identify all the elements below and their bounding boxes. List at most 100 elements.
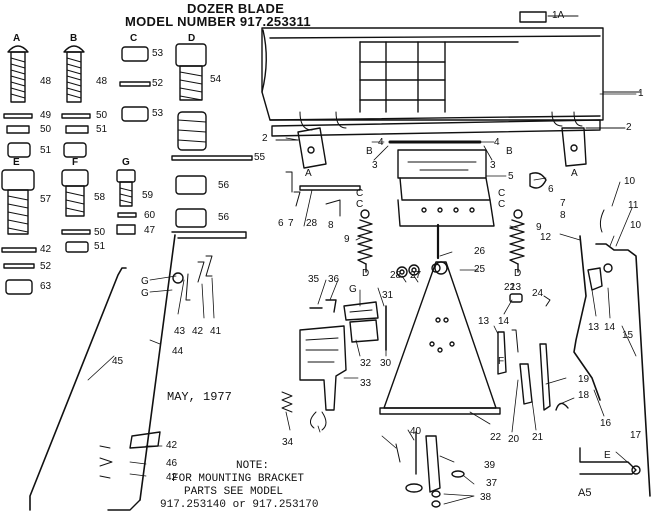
label-part-48-b: 48 <box>96 76 108 87</box>
label-part-12: 12 <box>540 232 552 243</box>
label-part-24: 24 <box>532 288 544 299</box>
label-part-38: 38 <box>480 492 492 503</box>
conn-letter-d-right: D <box>514 268 522 279</box>
label-part-18: 18 <box>578 390 590 401</box>
label-part-39: 39 <box>484 460 496 471</box>
group-letter-b: B <box>70 33 78 44</box>
center-hitch <box>397 149 495 227</box>
label-part-40: 40 <box>410 426 422 437</box>
label-part-13-right: 13 <box>588 322 600 333</box>
label-part-37: 37 <box>486 478 498 489</box>
mount-bracket <box>299 325 347 411</box>
label-part-36: 36 <box>328 274 340 285</box>
label-part-22: 22 <box>490 432 502 443</box>
label-part-49-a: 49 <box>40 110 52 121</box>
label-part-13-upper: 13 <box>510 282 522 293</box>
label-part-14-mid: 14 <box>498 316 510 327</box>
conn-letter-g-rod-upper: G <box>141 276 149 287</box>
label-part-25: 25 <box>474 264 486 275</box>
label-part-50-a: 50 <box>40 124 52 135</box>
label-part-13-mid: 13 <box>478 316 490 327</box>
label-part-6: 6 <box>548 184 554 195</box>
pivot-bar <box>299 140 482 191</box>
label-part-51-b: 51 <box>96 124 108 135</box>
label-part-50-b: 50 <box>96 110 108 121</box>
bracket-31 <box>343 301 379 321</box>
diagram-title: DOZER BLADE <box>187 1 285 16</box>
label-part-56-b: 56 <box>218 212 230 223</box>
group-letter-e: E <box>13 157 20 168</box>
label-part-47: 47 <box>144 225 156 236</box>
group-letter-f: F <box>72 157 79 168</box>
note-line-3: 917.253140 or 917.253170 <box>160 499 319 511</box>
label-part-5: 5 <box>508 171 514 182</box>
publication-date: MAY, 1977 <box>167 390 232 404</box>
label-part-15: 15 <box>622 330 634 341</box>
label-part-56-a: 56 <box>218 180 230 191</box>
hardware-column <box>1 43 253 295</box>
bracket-32 <box>349 319 379 343</box>
label-part-55: 55 <box>254 152 266 163</box>
label-part-10-bottom: 10 <box>630 220 642 231</box>
group-letter-d: D <box>188 33 196 44</box>
model-number: MODEL NUMBER 917.253311 <box>125 14 311 29</box>
note-title: NOTE: <box>236 460 270 472</box>
label-part-51-c: 51 <box>94 241 106 252</box>
label-part-33: 33 <box>360 378 372 389</box>
conn-letter-e: E <box>604 450 611 461</box>
label-part-7-left: 7 <box>288 218 294 229</box>
label-part-4-right: 4 <box>494 137 500 148</box>
label-part-19: 19 <box>578 374 590 385</box>
label-part-42-lower-b: 42 <box>166 472 178 483</box>
label-part-8-left: 8 <box>328 220 334 231</box>
skid-bracket-left <box>275 127 327 169</box>
decal-1a <box>519 11 547 23</box>
lift-rod-44 <box>107 231 247 511</box>
dozer-blade <box>261 11 641 137</box>
label-part-42-left: 42 <box>40 244 52 255</box>
a-frame <box>379 223 501 415</box>
note-line-2: PARTS SEE MODEL <box>184 486 284 498</box>
label-part-29: 28 <box>306 218 318 229</box>
small-hardware <box>99 171 551 508</box>
group-letter-a: A <box>13 33 21 44</box>
group-letter-g: G <box>122 157 130 168</box>
conn-letter-f: F <box>498 356 505 367</box>
label-part-34: 34 <box>282 437 294 448</box>
skid-bracket-right <box>561 127 626 167</box>
label-part-3: 3 <box>372 160 378 171</box>
label-part-35: 35 <box>308 274 320 285</box>
label-part-46: 46 <box>166 458 178 469</box>
label-part-27: 27 <box>410 270 422 281</box>
label-part-1a: 1A <box>552 10 565 21</box>
label-part-28: 28 <box>390 270 402 281</box>
label-part-26: 26 <box>474 246 486 257</box>
label-part-41: 41 <box>210 326 222 337</box>
label-part-9-left: 9 <box>344 234 350 245</box>
spring-clips <box>185 255 213 301</box>
label-part-1: 1 <box>638 88 644 99</box>
label-part-21: 21 <box>532 432 544 443</box>
label-part-2-left: 2 <box>262 133 268 144</box>
label-part-42-upper: 42 <box>192 326 204 337</box>
label-part-45: 45 <box>112 356 124 367</box>
label-part-51-a: 51 <box>40 145 52 156</box>
label-part-7-right: 7 <box>560 198 566 209</box>
group-letter-c: C <box>130 33 138 44</box>
label-part-2-right: 2 <box>626 122 632 133</box>
label-part-44: 44 <box>172 346 184 357</box>
note-line-1: FOR MOUNTING BRACKET <box>172 473 305 485</box>
label-part-3-right: 3 <box>490 160 496 171</box>
label-part-52-a: 52 <box>152 78 164 89</box>
label-part-52-b: 52 <box>40 261 52 272</box>
conn-letter-b-right: B <box>506 146 513 157</box>
label-part-53-a: 53 <box>152 48 164 59</box>
label-part-32: 32 <box>360 358 372 369</box>
conn-letter-b-left: B <box>366 146 373 157</box>
sheet-code: A5 <box>578 487 592 499</box>
label-part-8-right: 8 <box>560 210 566 221</box>
lift-rod-45 <box>29 267 127 511</box>
label-part-20: 20 <box>508 434 520 445</box>
label-part-11: 11 <box>628 200 639 211</box>
